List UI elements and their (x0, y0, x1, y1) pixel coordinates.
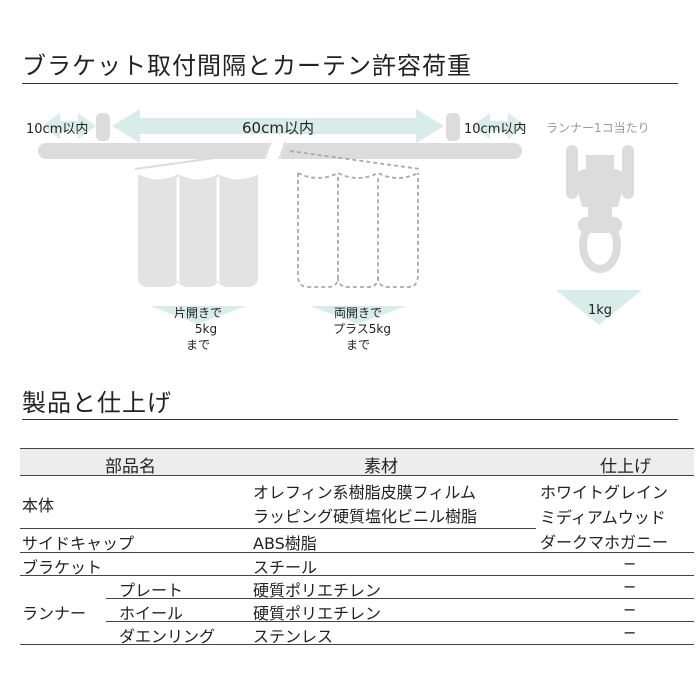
runner-illustration (566, 145, 634, 273)
table-row-bracket: ブラケット スチール − (20, 553, 694, 577)
table-header: 部品名 素材 仕上げ (20, 448, 694, 477)
cell-finish-wheel: − (623, 600, 637, 619)
cell-part-runner: ランナー (22, 604, 87, 623)
row-divider-wheel (106, 621, 694, 622)
cell-material-bracket: スチール (253, 558, 318, 577)
row-divider-bracket (20, 575, 694, 576)
cell-finish-3: ダークマホガニー (540, 533, 669, 552)
row-divider-plate (106, 598, 694, 599)
label-runner-unit: ランナー1コ当たり (546, 121, 650, 135)
load-left-line1: 片開きで (174, 306, 222, 320)
cell-finish-bracket: − (623, 554, 637, 573)
label-right-spacing: 10cm以内 (464, 121, 526, 137)
cell-material-wheel: 硬質ポリエチレン (253, 604, 382, 623)
cell-part-sidecap: サイドキャップ (22, 534, 135, 553)
section-title-bracket: ブラケット取付間隔とカーテン許容荷重 (22, 52, 472, 80)
bracket-load-diagram: 10cm以内 60cm以内 10cm以内 ランナー1コ当たり 片開きで 5kg … (26, 109, 650, 352)
cell-finish-ring: − (623, 623, 637, 642)
load-center-line1: 両開きで (334, 306, 382, 320)
cell-finish-plate: − (623, 577, 637, 596)
cell-finish-1: ホワイトグレイン (540, 483, 669, 502)
cell-sub-wheel: ホイール (119, 604, 184, 623)
label-left-spacing: 10cm以内 (26, 121, 88, 137)
cell-finish-2: ミディアムウッド (540, 508, 666, 527)
cell-material-sidecap: ABS樹脂 (253, 534, 317, 553)
table-row-body: 本体 オレフィン系樹脂皮膜フィルム ラッピング硬質塩化ビニル樹脂 (20, 476, 694, 528)
load-runner-value: 1kg (588, 303, 612, 318)
row-divider-body (20, 528, 536, 529)
cell-sub-plate: プレート (119, 581, 184, 600)
cell-material-ring: ステンレス (253, 627, 334, 646)
section-title-products: 製品と仕上げ (22, 389, 172, 417)
curtain-dashed (289, 150, 421, 288)
load-left-line2: 5kg (195, 322, 217, 336)
bracket-left (96, 113, 110, 141)
bracket-right (446, 113, 460, 141)
load-left-line3: まで (186, 338, 210, 352)
table-row-sidecap: サイドキャップ ABS樹脂 (20, 529, 694, 553)
right-spacing-arrow (472, 113, 526, 139)
center-spacing-arrow (112, 109, 444, 143)
cell-material-plate: 硬質ポリエチレン (253, 581, 382, 600)
load-arrow-center (310, 306, 406, 324)
header-material: 素材 (364, 457, 398, 477)
section-rule (22, 83, 678, 84)
left-spacing-arrow (42, 113, 96, 139)
header-part: 部品名 (105, 457, 156, 477)
table-bottom-rule (20, 644, 694, 645)
label-center-spacing: 60cm以内 (242, 119, 314, 137)
cell-part-body: 本体 (22, 496, 55, 515)
cell-material-body-2: ラッピング硬質塩化ビニル樹脂 (253, 507, 478, 526)
load-arrow-left (150, 306, 246, 324)
cell-part-bracket: ブラケット (22, 558, 103, 577)
materials-table: 部品名 素材 仕上げ 本体 オレフィン系樹脂皮膜フィルム ラッピング硬質塩化ビニ… (20, 448, 694, 646)
header-finish: 仕上げ (600, 457, 651, 477)
cell-sub-ring: ダエンリング (119, 627, 216, 646)
cell-material-body-1: オレフィン系樹脂皮膜フィルム (253, 483, 477, 502)
section-rule-2 (22, 419, 678, 420)
load-center-line2: プラス5kg (333, 322, 391, 336)
row-divider-sidecap (20, 552, 694, 553)
load-center-line3: まで (346, 338, 370, 352)
curtain-solid (134, 150, 266, 287)
load-arrow-runner (556, 290, 642, 325)
